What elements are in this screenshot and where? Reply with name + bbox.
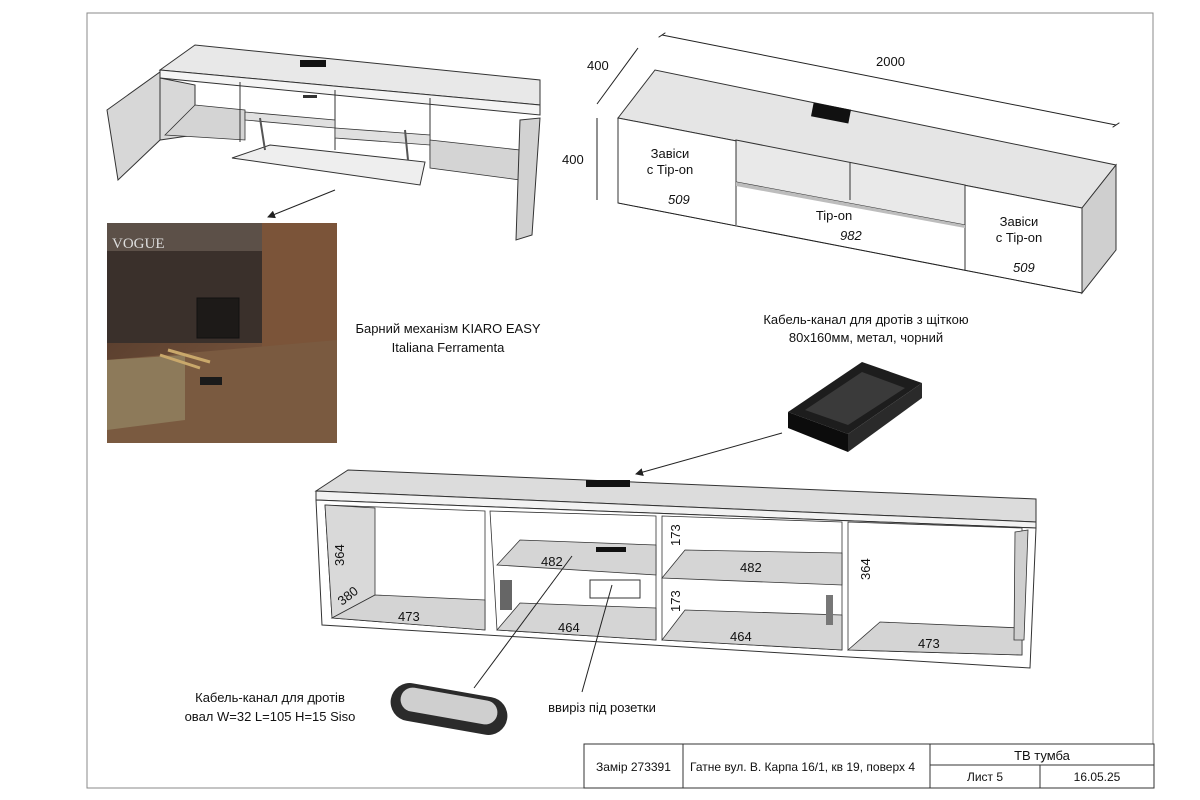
dim-center-left-shelf: 482 xyxy=(541,554,563,569)
photo-magazine-text: VOGUE xyxy=(112,236,165,252)
cable-channel-caption-line2: 80x160мм, метал, чорний xyxy=(789,330,943,345)
mechanism-photo: VOGUE xyxy=(107,223,337,443)
right-section-label-line1: Завіси xyxy=(1000,214,1039,229)
title-block-measure: Замір 273391 xyxy=(596,760,671,774)
isometric-cabinet xyxy=(617,69,1117,295)
mechanism-caption-line1: Барний механізм KIARO EASY xyxy=(355,321,540,336)
cable-channel-caption-line1: Кабель-канал для дротів з щіткою xyxy=(763,312,969,327)
center-section-label: Tip-on xyxy=(816,208,852,223)
dim-center-right-lower: 173 xyxy=(668,590,683,612)
title-block xyxy=(583,743,1155,789)
dim-center-left-bottom: 464 xyxy=(558,620,580,635)
title-block-date: 16.05.25 xyxy=(1074,770,1121,784)
left-section-label-line2: с Tip-on xyxy=(647,162,693,177)
left-section-width: 509 xyxy=(668,192,690,207)
socket-arrow xyxy=(581,584,613,693)
dim-center-right-shelf: 482 xyxy=(740,560,762,575)
left-section-label-line1: Завіси xyxy=(651,146,690,161)
dim-right-bottom: 473 xyxy=(918,636,940,651)
dim-height: 400 xyxy=(562,152,584,167)
mechanism-caption-line2: Italiana Ferramenta xyxy=(392,340,505,355)
oval-caption-line1: Кабель-канал для дротів xyxy=(195,690,345,705)
right-section-width: 509 xyxy=(1013,260,1035,275)
pointer-arrow xyxy=(267,189,336,219)
dim-line-depth xyxy=(596,47,639,105)
title-block-title: ТВ тумба xyxy=(1014,748,1071,763)
dim-left-height: 364 xyxy=(332,544,347,566)
socket-cutout-caption: ввиріз під розетки xyxy=(548,700,656,715)
dim-center-right-bottom: 464 xyxy=(730,629,752,644)
dim-line-width xyxy=(662,35,1116,125)
dim-right-height: 364 xyxy=(858,558,873,580)
dim-overall-width: 2000 xyxy=(876,54,905,69)
oval-arrow xyxy=(473,555,573,689)
center-section-width: 982 xyxy=(840,228,862,243)
oval-cable-port-icon xyxy=(390,683,508,735)
cable-channel-arrow xyxy=(635,432,783,476)
dim-left-bottom: 473 xyxy=(398,609,420,624)
dim-depth: 400 xyxy=(587,58,609,73)
open-front-view xyxy=(314,469,1037,669)
title-block-address: Гатне вул. В. Карпа 16/1, кв 19, поверх … xyxy=(690,760,915,774)
dim-center-right-upper: 173 xyxy=(668,524,683,546)
oval-caption-line2: овал W=32 L=105 H=15 Siso xyxy=(185,709,356,724)
cable-channel-box-icon xyxy=(788,362,922,452)
right-section-label-line2: с Tip-on xyxy=(996,230,1042,245)
title-block-sheet: Лист 5 xyxy=(967,770,1003,784)
open-cabinet-sketch xyxy=(106,44,541,241)
